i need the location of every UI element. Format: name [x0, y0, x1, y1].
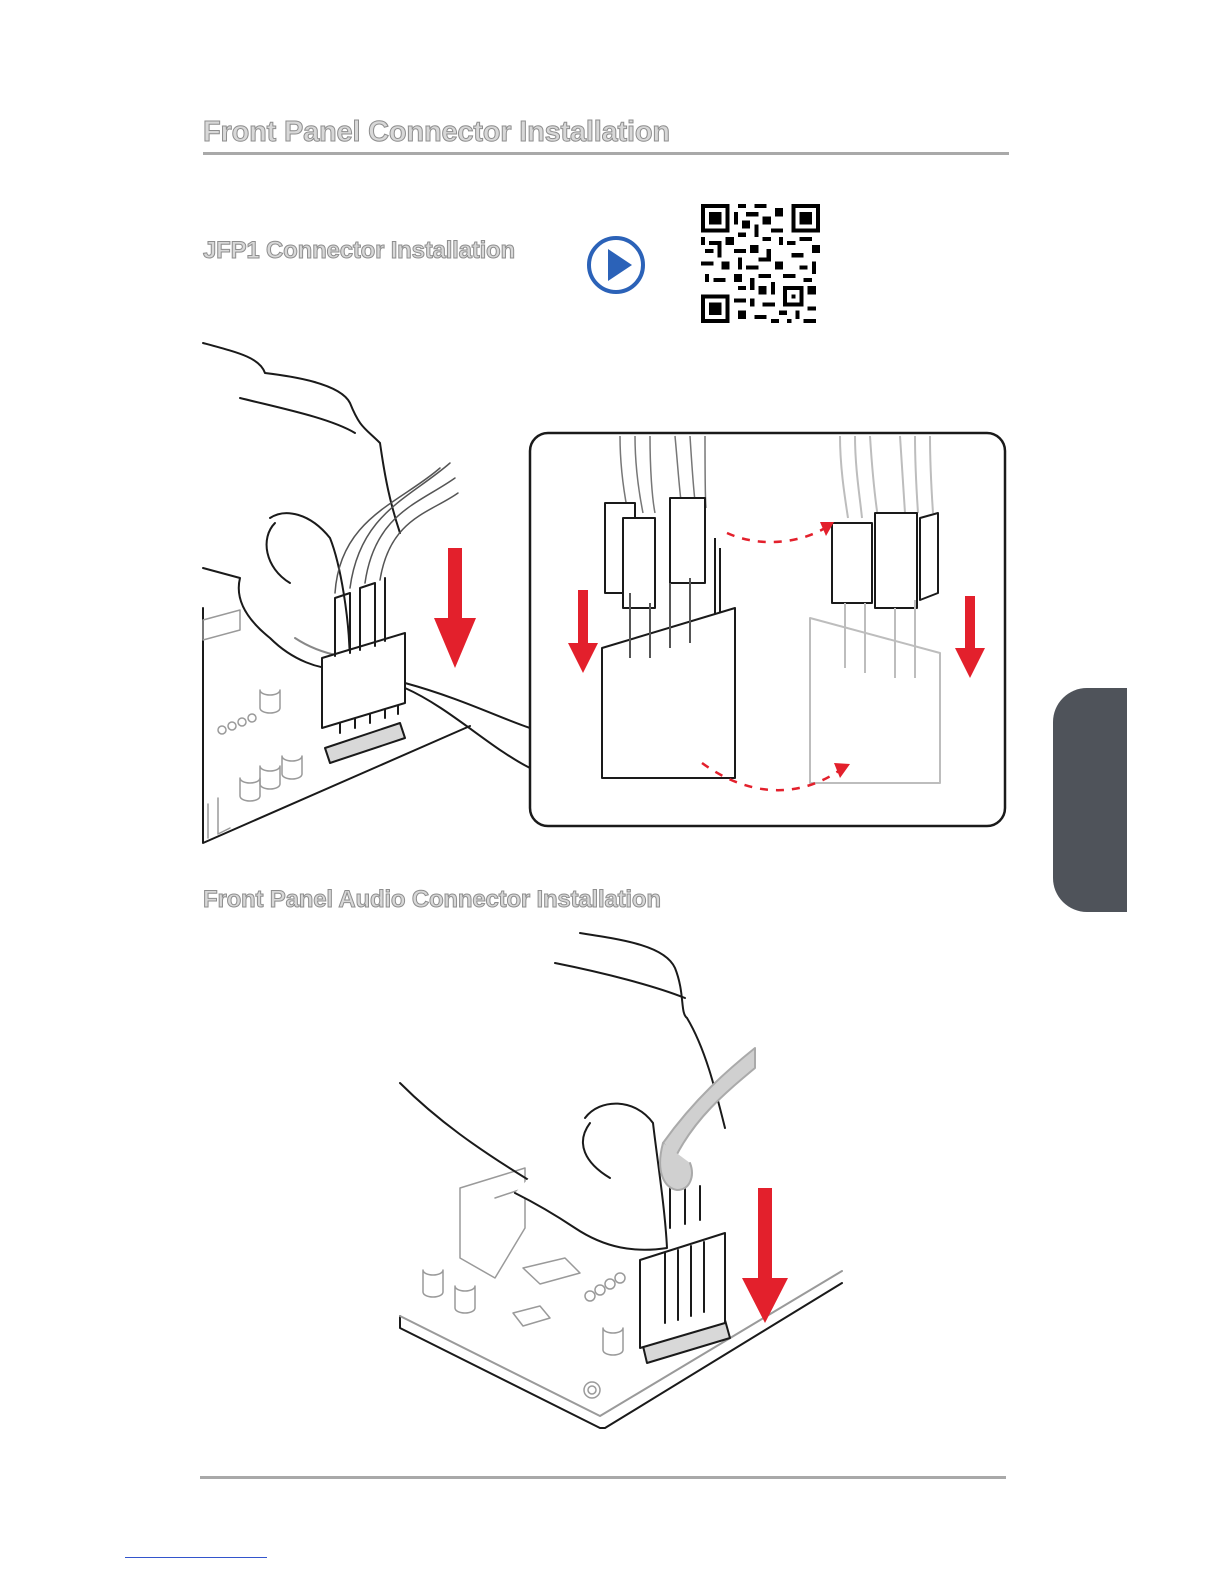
motherboard-edge [400, 1283, 842, 1428]
audio-section-heading: Front Panel Audio Connector Installation [203, 886, 661, 914]
play-circle-icon[interactable] [585, 234, 647, 296]
footer-link-underline [125, 1557, 267, 1558]
chapter-side-tab [1053, 688, 1127, 912]
qr-code-icon[interactable] [701, 204, 820, 323]
page-title: Front Panel Connector Installation [203, 116, 670, 149]
hand-outline [203, 343, 400, 533]
jfp1-installation-illustration [200, 338, 1012, 848]
insert-arrow [742, 1188, 788, 1323]
audio-installation-illustration [395, 928, 855, 1433]
thumb [515, 1104, 667, 1250]
insert-arrow [434, 548, 476, 668]
footer-divider [200, 1476, 1006, 1479]
jfp1-section-heading: JFP1 Connector Installation [203, 237, 515, 265]
thumb [203, 513, 350, 669]
title-divider [203, 152, 1009, 155]
audio-cable [663, 1048, 755, 1158]
